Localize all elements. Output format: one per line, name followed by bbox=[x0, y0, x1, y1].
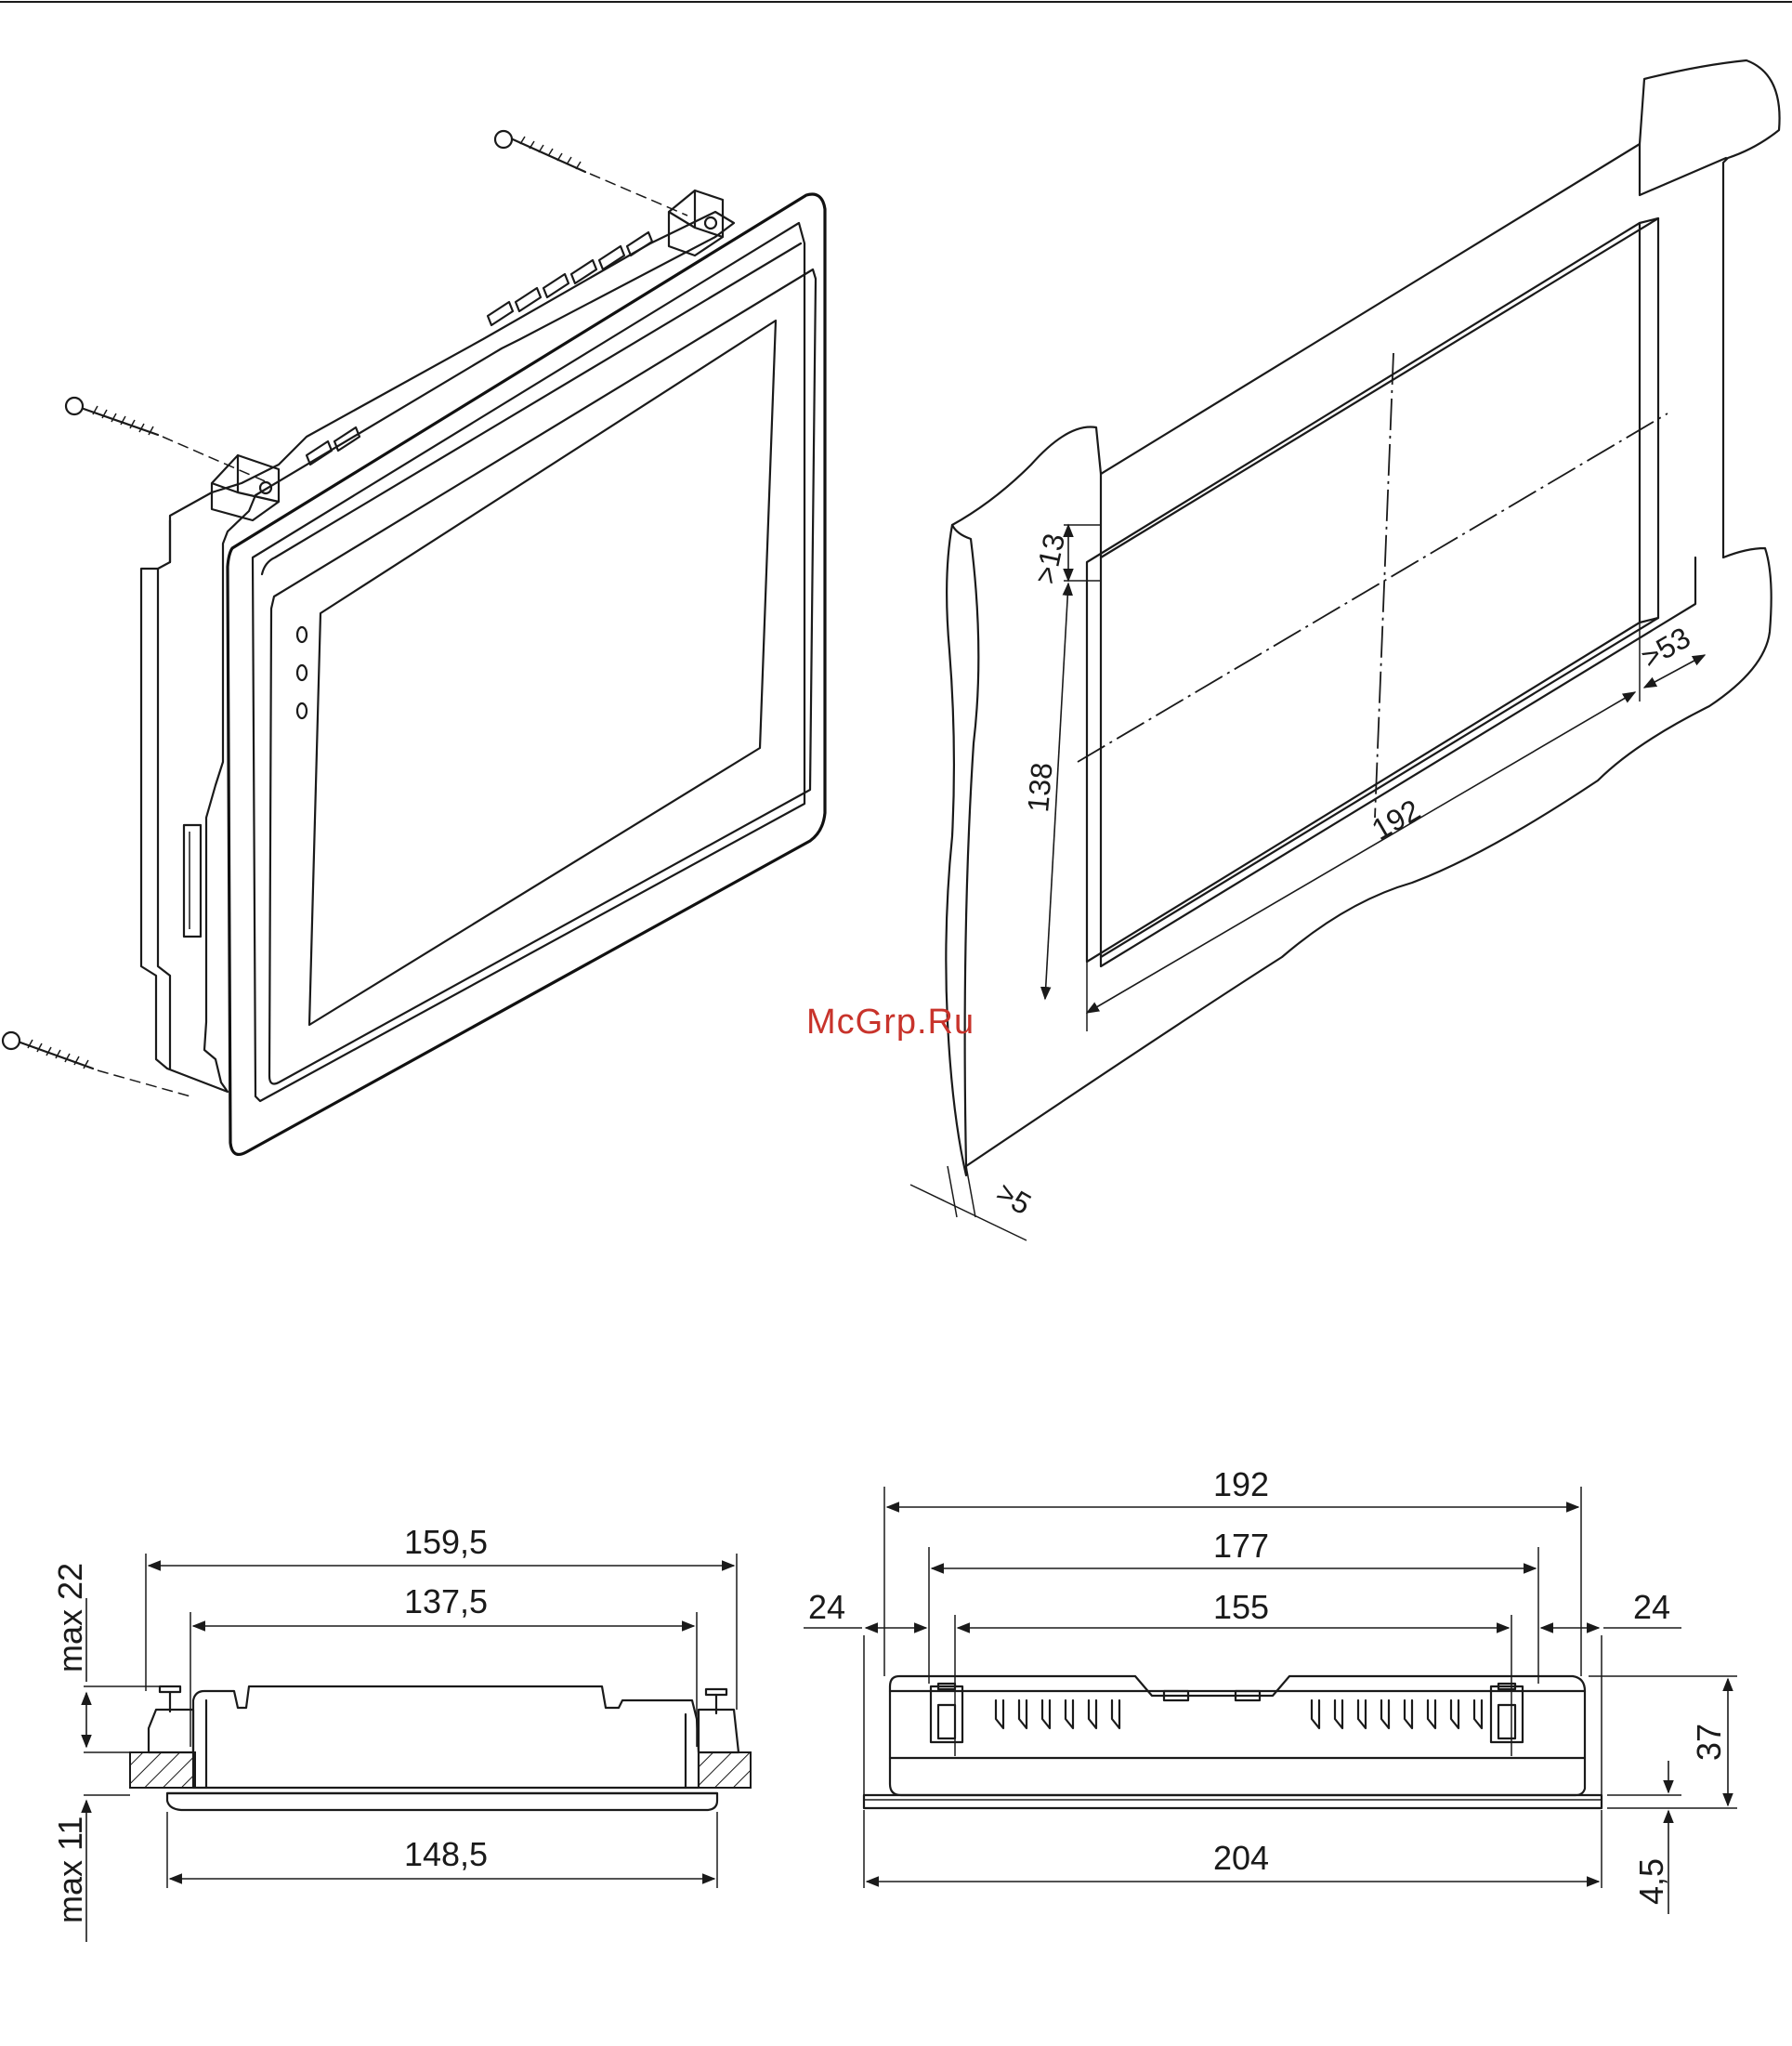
device-perspective bbox=[3, 131, 825, 1154]
watermark: McGrp.Ru bbox=[806, 1003, 974, 1042]
screw-mid bbox=[66, 398, 269, 483]
body-width-label: 137,5 bbox=[404, 1582, 488, 1620]
bottom-width-label: 148,5 bbox=[404, 1835, 488, 1873]
height-label: 37 bbox=[1690, 1724, 1728, 1761]
right-offset-label: 24 bbox=[1633, 1588, 1670, 1626]
clip-span-label: 192 bbox=[1213, 1465, 1269, 1503]
cutout-height-label: 138 bbox=[1021, 761, 1059, 813]
overall-width-204-label: 204 bbox=[1213, 1839, 1269, 1877]
overall-width-label: 159,5 bbox=[404, 1523, 488, 1561]
max-above-label: max 22 bbox=[51, 1563, 89, 1672]
inner-span-label: 177 bbox=[1213, 1527, 1269, 1565]
side-min-label: >53 bbox=[1636, 621, 1696, 675]
side-section-view: max 22 max 11 159,5 137,5 148,5 bbox=[51, 1523, 751, 1942]
bezel-label: 4,5 bbox=[1632, 1858, 1670, 1905]
vent-span-label: 155 bbox=[1213, 1588, 1269, 1626]
thickness-min-label: >5 bbox=[991, 1175, 1038, 1221]
screw-top bbox=[495, 131, 687, 216]
front-section-view: 192 177 155 24 24 37 4,5 204 bbox=[804, 1465, 1737, 1914]
left-offset-label: 24 bbox=[808, 1588, 845, 1626]
depth-min-label: >13 bbox=[1028, 531, 1071, 587]
max-below-label: max 11 bbox=[51, 1816, 89, 1923]
panel-cutout-view: >13 138 192 >53 >5 bbox=[910, 60, 1780, 1240]
